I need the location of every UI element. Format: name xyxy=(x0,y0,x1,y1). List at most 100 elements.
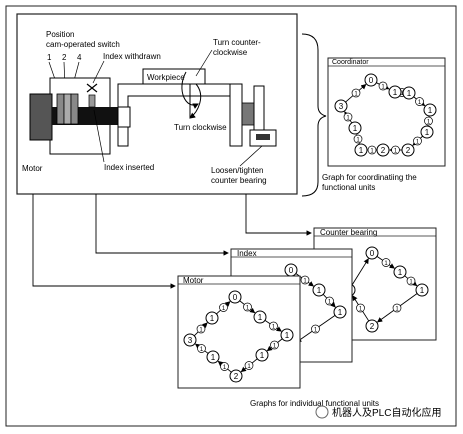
motor-edge-label: 1 xyxy=(246,306,250,312)
counter-bearing-connector xyxy=(245,194,312,236)
motor-edge-label: 1 xyxy=(222,306,226,312)
coordinator-caption-1: Graph for coordinatiing the xyxy=(322,173,417,182)
unit-graphs-caption: Graphs for individual functional units xyxy=(250,399,379,408)
counter-bearing-leader xyxy=(239,145,263,167)
motor-edge-label-circle xyxy=(244,361,254,370)
coordinator-node xyxy=(354,143,368,157)
counter-bearing-edge-label-circle xyxy=(392,303,402,313)
motor-edge-label-circle xyxy=(196,324,206,334)
coordinator-node xyxy=(376,143,390,157)
watermark-text: 机器人及PLC自动化应用 xyxy=(332,406,441,419)
motor-edge-label: 1 xyxy=(247,364,251,370)
coordinator-node-label: 3 xyxy=(339,102,344,111)
counter-bearing-node-label: 0 xyxy=(370,249,375,258)
index-cross-icon xyxy=(86,83,98,93)
switch-number-1: 1 xyxy=(47,53,52,62)
motor-node xyxy=(280,328,294,342)
index-edge-label-circle xyxy=(311,324,320,334)
coordinator-edge-label-circle xyxy=(367,145,377,155)
counter-bearing-node xyxy=(365,319,379,333)
motor-node-label: 1 xyxy=(260,351,265,360)
switch-number-2: 2 xyxy=(62,53,67,62)
motor-node xyxy=(253,310,267,324)
coordinator-node xyxy=(334,99,348,113)
coordinator-edge-label-circle xyxy=(391,145,400,155)
coordinator-edge-label: 1 xyxy=(418,100,422,106)
index-edge-label: 1 xyxy=(314,328,318,334)
counter-bearing-slot xyxy=(256,134,270,140)
index-inserted-label: Index inserted xyxy=(104,163,154,172)
coordinator-node-label: 1 xyxy=(393,88,398,97)
table-coupling xyxy=(117,106,131,128)
coordinator-edge-label-circle xyxy=(351,88,361,98)
index-edge-label-circle xyxy=(325,296,334,306)
coordinator-node xyxy=(364,73,378,87)
coordinator-node xyxy=(402,86,416,100)
coordinator-node-label: 1 xyxy=(425,128,430,137)
index-withdrawn-label: Index withdrawn xyxy=(103,52,161,61)
motor-edge-label: 1 xyxy=(272,325,276,331)
position-switch-label-1: Position xyxy=(46,30,74,39)
motor-label: Motor xyxy=(22,164,43,173)
counter-bearing-panel-title: Counter bearing xyxy=(320,228,377,237)
coordinator-title: Coordinator xyxy=(332,59,369,66)
motor-node-label: 1 xyxy=(285,331,290,340)
index-edge-label: 1 xyxy=(303,279,307,285)
motor-edge-label-circle xyxy=(219,303,228,312)
motor-edge-label-circle xyxy=(243,302,252,312)
coordinator-caption-2: functional units xyxy=(322,183,375,192)
coordinator-node xyxy=(420,125,434,139)
index-edge-label: 1 xyxy=(328,300,332,306)
coordinator-node-label: 0 xyxy=(369,76,374,85)
motor-node xyxy=(205,311,219,325)
index-inserted-leader xyxy=(93,109,105,163)
position-switch-label-2: cam-operated switch xyxy=(46,40,120,49)
counter-bearing-graph: 111101121 xyxy=(342,246,429,333)
motor-node-label: 3 xyxy=(188,336,193,345)
switch-number-4: 4 xyxy=(77,53,82,62)
index-node xyxy=(333,305,347,319)
coordinator-edge-label: 1 xyxy=(400,91,404,97)
motor-panel-title: Motor xyxy=(183,276,204,285)
counter-bearing-edge-label-circle xyxy=(381,258,391,267)
coordinator-edge-label-circle xyxy=(343,112,353,122)
cam-switch-4 xyxy=(70,93,79,125)
coordinator-node-label: 1 xyxy=(428,106,433,115)
counter-bearing-node xyxy=(415,283,429,297)
motor-node xyxy=(228,290,242,304)
coordinator-edge-label-circle xyxy=(415,97,424,106)
coordinator-edge-label: 1 xyxy=(416,140,420,146)
coordinator-node-label: 1 xyxy=(353,124,358,133)
motor-node xyxy=(183,333,197,347)
cam-switch-2 xyxy=(63,93,72,125)
coordinator-edge-label-circle xyxy=(378,81,388,91)
index-edge-label-circle xyxy=(300,275,310,285)
coordinator-edge-label: 1 xyxy=(354,92,358,98)
counter-bearing-node xyxy=(393,265,407,279)
motor-node-label: 2 xyxy=(234,372,239,381)
counter-bearing-edge-label: 1 xyxy=(359,307,363,313)
counter-bearing-edge-label-circle xyxy=(406,276,416,286)
rotation-arrow-upper xyxy=(181,71,199,109)
rotation-arrow-lower xyxy=(189,83,202,119)
coordinator-edge-label: 1 xyxy=(427,120,431,126)
motor-edge-label: 1 xyxy=(223,365,227,371)
coordinator-node xyxy=(348,121,362,135)
counter-bearing-node-label: 2 xyxy=(370,322,375,331)
motor-node-label: 1 xyxy=(258,313,263,322)
coordinator-node-label: 1 xyxy=(359,146,364,155)
index-node xyxy=(312,283,326,297)
coordinator-edge-label: 1 xyxy=(346,116,350,122)
index-withdrawn-leader xyxy=(92,60,105,84)
coordinator-node-label: 2 xyxy=(406,146,411,155)
index-node-label: 0 xyxy=(289,266,294,275)
index-panel-title: Index xyxy=(237,249,257,258)
coordinator-edge-label: 1 xyxy=(394,149,398,155)
motor-edge-label: 1 xyxy=(273,344,277,350)
wechat-icon xyxy=(315,405,329,419)
turn-clockwise-label: Turn clockwise xyxy=(174,123,227,132)
motor-node xyxy=(206,350,220,364)
counter-bearing-shaft xyxy=(241,102,255,126)
index-node-label: 1 xyxy=(317,286,322,295)
motor-block xyxy=(29,93,53,141)
